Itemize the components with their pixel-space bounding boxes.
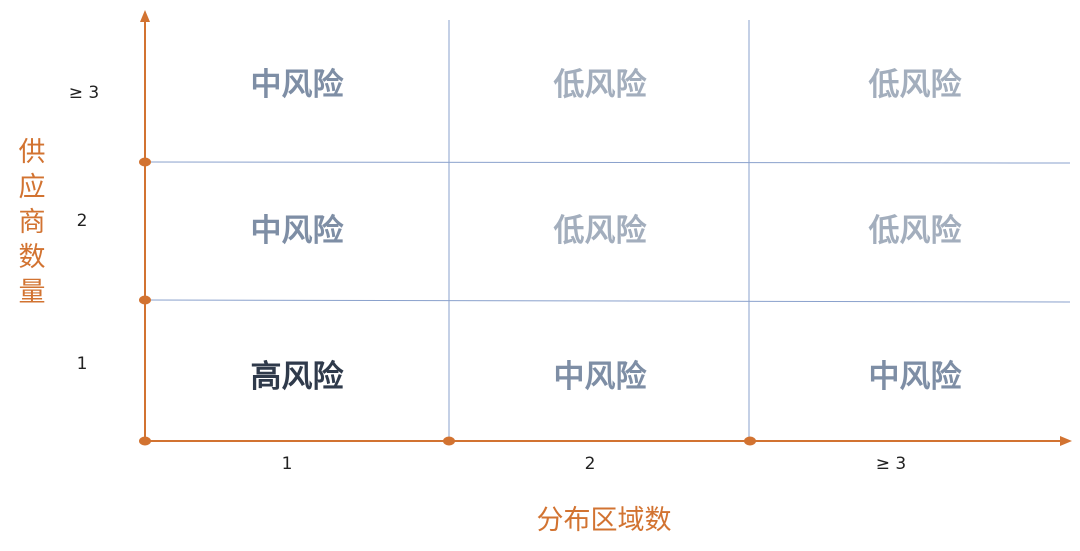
- y-tick-middle: 2: [76, 211, 88, 231]
- x-axis-title: 分布区域数: [536, 505, 672, 536]
- x-axis-arrowhead: [1060, 436, 1072, 446]
- cell-r0-c0: 中风险: [250, 67, 344, 103]
- cell-r0-c2: 低风险: [868, 67, 962, 103]
- x-axis-dot-right: [744, 436, 756, 446]
- x-tick-left: 1: [281, 454, 293, 474]
- y-tick-bottom: 1: [76, 354, 88, 374]
- y-axis-title-char: 供: [18, 137, 46, 168]
- y-tick-top: ≥ 3: [68, 83, 100, 103]
- cell-r1-c0: 中风险: [250, 213, 344, 249]
- cell-r2-c1: 中风险: [553, 359, 647, 395]
- x-axis-dot-left: [443, 436, 455, 446]
- cell-r2-c0: 高风险: [250, 359, 344, 395]
- y-axis-arrowhead: [140, 10, 150, 22]
- origin-dot: [139, 436, 151, 446]
- grid-line-h-lower: [144, 299, 1071, 303]
- y-axis-title: 供 应 商 数 量: [12, 135, 52, 310]
- cell-r0-c1: 低风险: [553, 67, 647, 103]
- x-tick-right: ≥ 3: [875, 454, 907, 474]
- cell-r2-c2: 中风险: [868, 359, 962, 395]
- y-axis-dot-upper: [139, 157, 151, 167]
- y-axis-title-char: 数: [18, 242, 46, 273]
- y-axis-title-char: 应: [18, 172, 46, 203]
- y-axis-title-char: 量: [18, 277, 46, 308]
- cell-r1-c1: 低风险: [553, 213, 647, 249]
- y-axis-title-char: 商: [18, 207, 46, 238]
- x-tick-middle: 2: [584, 454, 596, 474]
- grid-line-h-upper: [144, 161, 1071, 164]
- cell-r1-c2: 低风险: [868, 213, 962, 249]
- y-axis-dot-lower: [139, 295, 151, 305]
